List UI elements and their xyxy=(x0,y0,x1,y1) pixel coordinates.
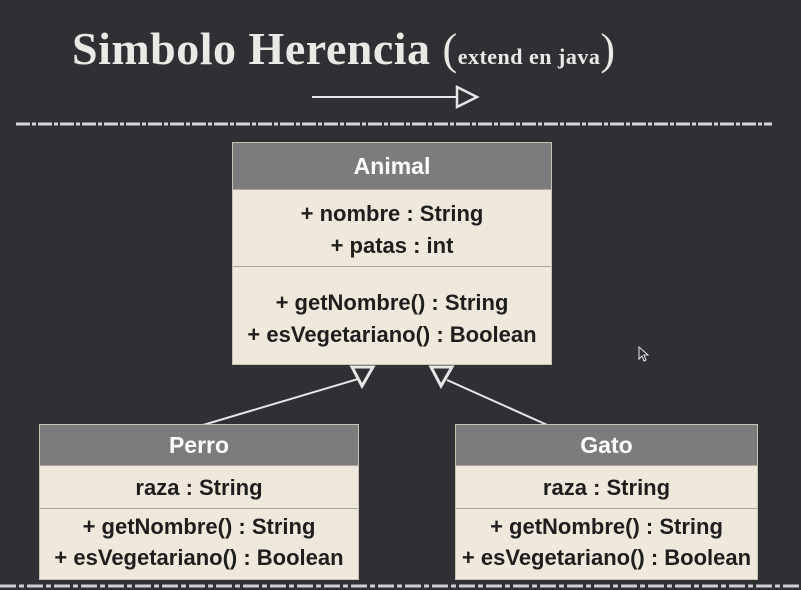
slide-title: Simbolo Herencia (extend en java) xyxy=(72,22,616,75)
class-animal-attribute: + nombre : String xyxy=(300,201,484,226)
class-perro-method: + getNombre() : String xyxy=(82,514,316,539)
class-gato: Gato raza : String + getNombre() : Strin… xyxy=(455,424,758,580)
class-perro-attributes: raza : String xyxy=(40,465,358,508)
class-perro-methods: + getNombre() : String + esVegetariano()… xyxy=(40,508,358,575)
class-gato-methods: + getNombre() : String + esVegetariano()… xyxy=(456,508,757,575)
mouse-cursor-icon xyxy=(638,346,650,362)
title-open-paren: ( xyxy=(442,25,458,74)
title-subtitle: extend en java xyxy=(457,44,601,69)
class-gato-name: Gato xyxy=(456,425,757,465)
class-perro-name: Perro xyxy=(40,425,358,465)
class-gato-attributes: raza : String xyxy=(456,465,757,508)
gato-inheritance-arrowhead xyxy=(428,365,455,390)
class-gato-attribute: raza : String xyxy=(542,475,671,500)
class-gato-method: + getNombre() : String xyxy=(490,514,723,539)
title-close-paren: ) xyxy=(600,25,616,74)
title-main: Simbolo Herencia xyxy=(72,23,431,74)
perro-inheritance-line xyxy=(192,378,359,429)
perro-inheritance-arrowhead xyxy=(349,365,376,390)
class-perro: Perro raza : String + getNombre() : Stri… xyxy=(39,424,359,580)
legend-arrow-head xyxy=(455,84,480,110)
class-animal-method: + getNombre() : String xyxy=(275,290,509,315)
class-animal-method: + esVegetariano() : Boolean xyxy=(247,322,537,347)
class-gato-method: + esVegetariano() : Boolean xyxy=(461,545,752,570)
class-perro-attribute: raza : String xyxy=(135,475,263,500)
class-animal-attributes: + nombre : String + patas : int xyxy=(233,189,551,266)
class-animal-methods: + getNombre() : String + esVegetariano()… xyxy=(233,266,551,361)
class-animal-attribute: + patas : int xyxy=(330,233,454,258)
class-perro-method: + esVegetariano() : Boolean xyxy=(54,545,344,570)
class-animal: Animal + nombre : String + patas : int +… xyxy=(232,142,552,365)
class-animal-name: Animal xyxy=(233,143,551,189)
